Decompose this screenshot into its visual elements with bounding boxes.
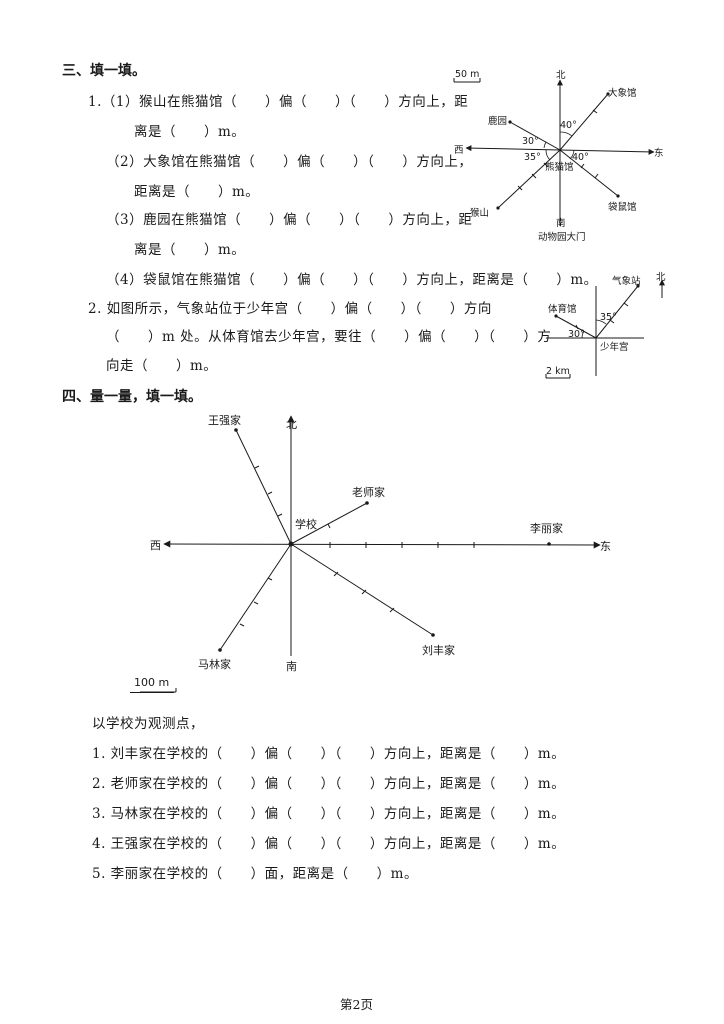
school-scale-label: 100 m — [134, 676, 170, 689]
section4-q3: 3. 马林家在学校的（ ）偏（ ）（ ）方向上，距离是（ ）m。 — [92, 806, 566, 822]
school-label: 学校 — [295, 517, 317, 531]
section4-q1: 1. 刘丰家在学校的（ ）偏（ ）（ ）方向上，距离是（ ）m。 — [92, 746, 566, 762]
school-north-label: 北 — [286, 418, 297, 431]
zoo-ray-elephant — [559, 93, 609, 151]
zoo-east-label: 东 — [654, 147, 664, 159]
school-south-label: 南 — [286, 660, 297, 673]
school-east-west-axis — [163, 540, 601, 549]
q1-3-line2: 离是（ ）m。 — [134, 242, 246, 258]
ma-label: 马林家 — [198, 657, 231, 671]
zoo-gate-label: 动物园大门 — [538, 231, 586, 243]
q2-line1: 2. 如图所示，气象站位于少年宫（ ）偏（ ）（ ）方向 — [88, 301, 492, 317]
zoo-direction-map: 50 m 北 西 东 南 动物园大门 熊猫馆 大象馆 鹿园 猴山 袋鼠馆 40°… — [453, 69, 664, 243]
school-west-label: 西 — [150, 539, 161, 552]
school-scale-line — [130, 692, 174, 693]
ray-ma — [219, 543, 292, 651]
li-label: 李丽家 — [530, 521, 563, 535]
ray-wang — [235, 429, 292, 545]
section4-intro: 以学校为观测点， — [92, 716, 204, 732]
q1-2-line2: 距离是（ ）m。 — [134, 184, 260, 200]
zoo-center-label: 熊猫馆 — [545, 161, 574, 173]
zoo-scale-label: 50 m — [455, 69, 479, 80]
zoo-ray-kangaroo — [559, 149, 619, 197]
zoo-north-label: 北 — [556, 70, 566, 81]
liu-label: 刘丰家 — [422, 643, 455, 657]
school-east-label: 东 — [600, 540, 611, 553]
wang-label: 王强家 — [208, 413, 241, 427]
weather-palace-label: 少年宫 — [600, 341, 629, 353]
weather-scale-bar — [545, 374, 571, 379]
weather-gym-label: 体育馆 — [548, 303, 577, 315]
zoo-angle-monkey: 35° — [524, 152, 541, 163]
ray-liu — [290, 543, 434, 636]
section4-q5: 5. 李丽家在学校的（ ）面，距离是（ ）m。 — [92, 866, 418, 882]
q1-1-line1: 1.（1）猴山在熊猫馆（ ）偏（ ）（ ）方向上，距 — [88, 94, 469, 110]
zoo-deer-label: 鹿园 — [488, 115, 507, 127]
zoo-angle-elephant: 40° — [560, 120, 577, 131]
zoo-angle-kangaroo: 40° — [572, 152, 589, 163]
q2-line2: （ ）m 处。从体育馆去少年宫，要往（ ）偏（ ）（ ）方 — [106, 329, 552, 345]
zoo-south-label: 南 — [556, 217, 566, 229]
weather-angle-gym: 30° — [568, 329, 585, 340]
weather-scale-label: 2 km — [546, 366, 570, 377]
q1-4-line: （4）袋鼠馆在熊猫馆（ ）偏（ ）（ ）方向上，距离是（ ）m。 — [106, 272, 598, 288]
zoo-monkey-label: 猴山 — [470, 207, 489, 219]
q1-2-line1: （2）大象馆在熊猫馆（ ）偏（ ）（ ）方向上， — [106, 154, 473, 170]
q1-1-line2: 离是（ ）m。 — [134, 124, 246, 140]
teacher-label: 老师家 — [352, 485, 385, 499]
section4-q4: 4. 王强家在学校的（ ）偏（ ）（ ）方向上，距离是（ ）m。 — [92, 836, 566, 852]
weather-station-map: 北 气象站 体育馆 少年宫 30° 35° 2 km — [545, 272, 666, 379]
zoo-scale-bar — [453, 78, 481, 83]
section4-q2: 2. 老师家在学校的（ ）偏（ ）（ ）方向上，距离是（ ）m。 — [92, 776, 566, 792]
zoo-kangaroo-label: 袋鼠馆 — [608, 201, 637, 213]
zoo-elephant-label: 大象馆 — [608, 87, 637, 99]
weather-angle-station: 35° — [600, 312, 617, 323]
school-direction-map: 北 南 西 东 学校 王强家 老师家 李丽家 刘丰家 马林家 — [140, 413, 611, 693]
q2-line3: 向走（ ）m。 — [106, 358, 218, 374]
section4-title: 四、量一量，填一填。 — [62, 389, 202, 405]
zoo-ray-deer — [509, 121, 561, 151]
weather-ray-gym — [555, 315, 597, 339]
zoo-angle-deer: 30° — [522, 136, 539, 147]
section3-title: 三、填一填。 — [62, 63, 146, 79]
zoo-west-label: 西 — [454, 145, 464, 156]
page-number: 第2页 — [340, 997, 373, 1012]
q1-3-line1: （3）鹿园在熊猫馆（ ）偏（ ）（ ）方向上，距 — [106, 212, 473, 228]
weather-north-label: 北 — [656, 272, 666, 283]
school-point — [288, 541, 294, 547]
ray-teacher — [290, 502, 368, 545]
weather-ray-station — [595, 285, 639, 339]
weather-station-label: 气象站 — [612, 275, 641, 287]
